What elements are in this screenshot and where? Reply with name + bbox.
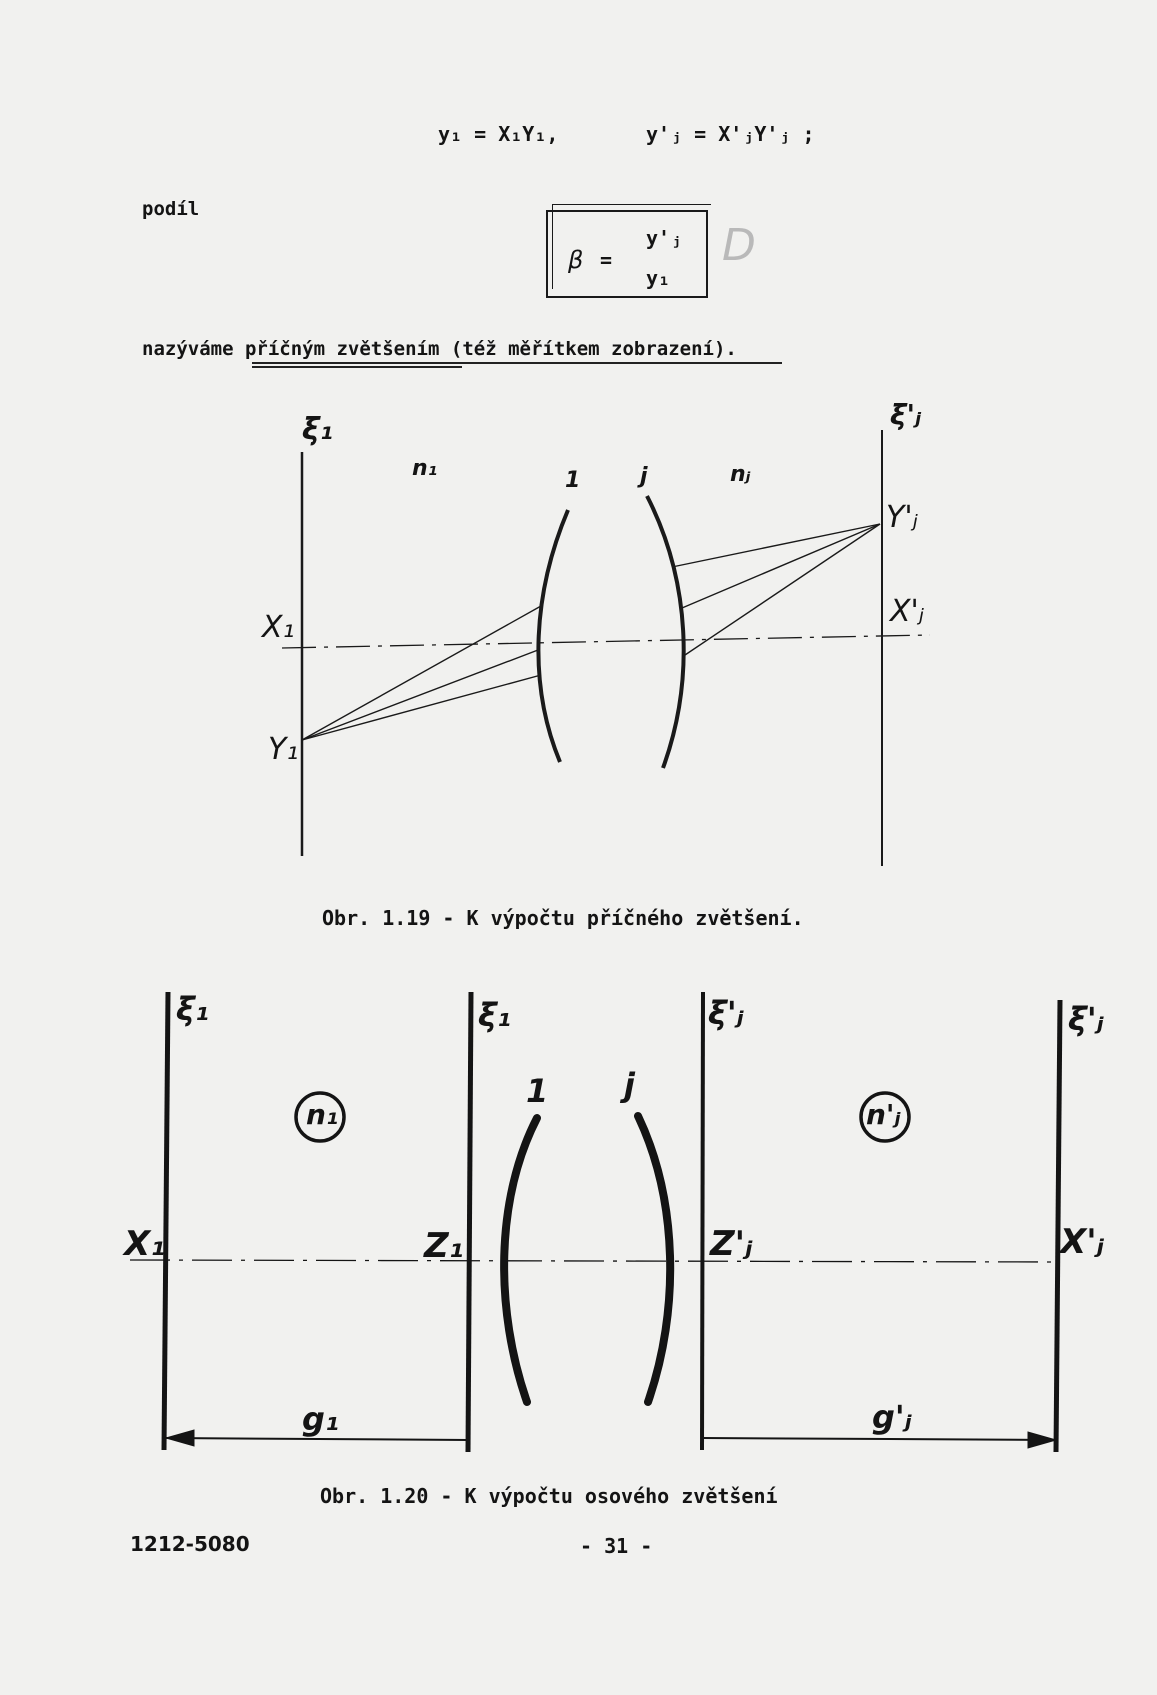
label-n1-fig20: n₁ bbox=[306, 1098, 339, 1131]
label-X1-fig19: X₁ bbox=[262, 610, 295, 645]
label-xij-fig19: ξ'ⱼ bbox=[890, 398, 922, 431]
caption-fig-1-19: Obr. 1.19 - K výpočtu příčného zvětšení. bbox=[322, 906, 804, 930]
plane-xij-left bbox=[700, 991, 705, 1451]
arrowhead-g1 bbox=[164, 1429, 195, 1447]
medium-n1-circle bbox=[294, 1091, 346, 1143]
beta-symbol: β bbox=[568, 246, 584, 274]
caption-fig-1-20: Obr. 1.20 - K výpočtu osového zvětšení bbox=[320, 1484, 778, 1508]
sentence-term: příčným zvětšením bbox=[244, 338, 440, 360]
label-nj-fig19: nⱼ bbox=[730, 462, 751, 487]
medium-nj-circle bbox=[859, 1091, 911, 1143]
sentence-suffix: (též měřítkem zobrazení). bbox=[450, 338, 737, 360]
equation-y1: y₁ = X₁Y₁, bbox=[438, 122, 559, 146]
page-number: - 31 - bbox=[580, 1534, 653, 1558]
beta-equals: = bbox=[600, 248, 613, 272]
optical-axis-dashdot bbox=[129, 1259, 1061, 1263]
figure-1-19-drawing bbox=[281, 430, 931, 866]
sentence-underline bbox=[252, 362, 782, 364]
label-xij-left-fig20: ξ'ⱼ bbox=[708, 994, 744, 1032]
sentence-prefix: nazýváme bbox=[142, 338, 234, 360]
beta-formula-box bbox=[546, 204, 711, 298]
dimension-line-g1 bbox=[165, 1437, 470, 1441]
label-X1-fig20: X₁ bbox=[124, 1224, 166, 1264]
ray-1-image bbox=[671, 523, 881, 568]
plane-xij-right bbox=[1053, 999, 1063, 1453]
term-double-underline bbox=[252, 366, 462, 368]
beta-numerator: y'ⱼ bbox=[646, 226, 683, 250]
handwritten-pencil-mark: D bbox=[722, 220, 756, 271]
ray-3-image bbox=[684, 523, 881, 656]
label-Zj-fig20: Z'ⱼ bbox=[710, 1224, 753, 1264]
label-g1-fig20: g₁ bbox=[302, 1400, 339, 1438]
figure-1-20-drawing bbox=[129, 991, 1063, 1453]
arrowhead-gj bbox=[1027, 1431, 1058, 1449]
plane-xi1-right bbox=[465, 991, 474, 1453]
lens-surface-j bbox=[645, 495, 686, 769]
ray-2-image bbox=[681, 523, 881, 609]
label-Xj-fig19: X'ⱼ bbox=[890, 594, 925, 629]
label-surface-1-fig19: 1 bbox=[565, 468, 581, 493]
label-xi1-fig19: ξ₁ bbox=[302, 412, 333, 447]
label-surface-j-fig19: j bbox=[640, 464, 648, 489]
label-xij-right-fig20: ξ'ⱼ bbox=[1068, 1000, 1104, 1038]
ray-1-object bbox=[301, 605, 542, 741]
plane-xi1-left bbox=[161, 991, 171, 1451]
label-Y1-fig19: Y₁ bbox=[268, 732, 299, 767]
definition-sentence: nazýváme příčným zvětšením (též měřítkem… bbox=[142, 338, 737, 360]
document-number: 1212-5080 bbox=[130, 1532, 250, 1556]
label-surface-1-fig20: 1 bbox=[526, 1072, 549, 1110]
lens-surface-1 bbox=[536, 509, 570, 763]
label-nj-fig20: n'ⱼ bbox=[866, 1098, 901, 1131]
label-Z1-fig20: Z₁ bbox=[424, 1226, 464, 1266]
label-n1-fig19: n₁ bbox=[412, 456, 438, 481]
label-gj-fig20: g'ⱼ bbox=[872, 1398, 912, 1436]
label-Xj-fig20: X'ⱼ bbox=[1060, 1222, 1105, 1262]
equation-yj: y'ⱼ = X'ⱼY'ⱼ ; bbox=[646, 122, 815, 146]
label-xi1-right-fig20: ξ₁ bbox=[478, 996, 511, 1034]
ray-3-object bbox=[301, 674, 542, 741]
label-surface-j-fig20: j bbox=[624, 1066, 635, 1104]
label-xi1-left-fig20: ξ₁ bbox=[176, 990, 209, 1028]
optical-axis-dashdot bbox=[281, 634, 931, 649]
beta-formula-box-inner-frame bbox=[552, 204, 711, 289]
lens-surface-j bbox=[634, 1112, 675, 1406]
label-Yj-fig19: Y'ⱼ bbox=[886, 500, 918, 535]
dimension-line-gj bbox=[701, 1437, 1057, 1441]
podil-label: podíl bbox=[142, 198, 200, 220]
ray-2-object bbox=[301, 649, 539, 741]
lens-surface-1 bbox=[500, 1114, 541, 1406]
beta-denominator: y₁ bbox=[646, 266, 671, 290]
